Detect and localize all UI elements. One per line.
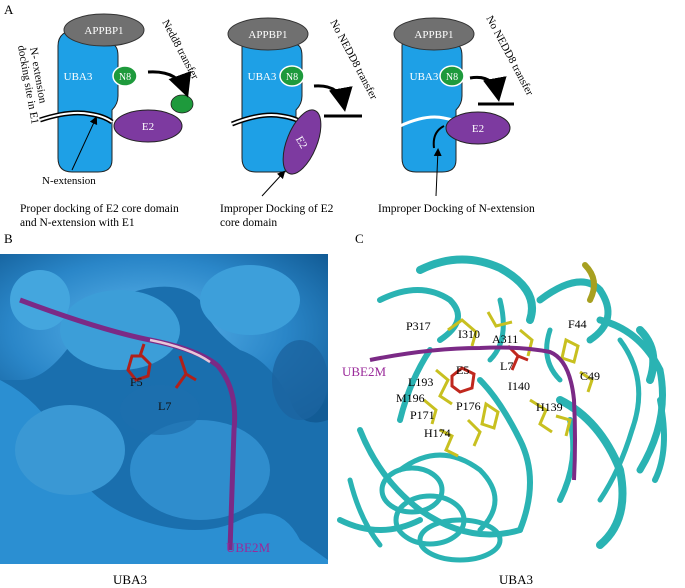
caption-3-line1: Improper Docking of N-extension <box>378 203 535 215</box>
l7-residue <box>174 355 197 389</box>
residue-i310: I310 <box>458 327 480 341</box>
e2-label: E2 <box>293 134 310 151</box>
e2-pointer <box>261 170 286 197</box>
residue-p176: P176 <box>456 399 481 413</box>
blocked-arrow <box>469 75 507 102</box>
residue-m196: M196 <box>396 391 425 405</box>
e2-label: E2 <box>142 121 154 133</box>
uba3-label: UBA3 <box>410 71 439 83</box>
f5-label: F5 <box>130 375 143 389</box>
appbp1-shape <box>393 17 475 51</box>
appbp1-label: APPBP1 <box>84 25 123 37</box>
e2-shape <box>445 111 511 145</box>
caption-2-line2: core domain <box>220 217 277 229</box>
e2-label: E2 <box>472 123 484 135</box>
n8-label: N8 <box>119 72 131 83</box>
n-extension-text: N-extension <box>42 175 96 187</box>
residue-p171: P171 <box>410 408 435 422</box>
e2-shape <box>113 109 183 143</box>
ube2m-chain <box>369 345 577 481</box>
caption-1-line2: and N-extension with E1 <box>20 217 135 229</box>
diagram-improper-e2: APPBP1 UBA3 N8 E2 No NEDD8 transfer Impr… <box>220 17 380 229</box>
residue-h174: H174 <box>424 426 451 440</box>
uba3-label: UBA3 <box>64 71 93 83</box>
surface-view <box>0 254 328 564</box>
panel-b-uba3-label: UBA3 <box>113 572 147 587</box>
caption-2-line1: Improper Docking of E2 <box>220 203 334 215</box>
residue-l193: L193 <box>408 375 433 389</box>
transfer-arrow <box>147 70 192 98</box>
appbp1-shape <box>63 13 145 47</box>
residue-sticks <box>423 311 594 458</box>
no-nedd8-text: No NEDD8 transfer <box>483 14 535 98</box>
appbp1-shape <box>227 17 309 51</box>
residue-f44: F44 <box>568 317 587 331</box>
diagram-proper-docking: APPBP1 UBA3 N8 E2 Nedd8 transfer N- exte… <box>15 13 201 229</box>
residue-h139: H139 <box>536 400 563 414</box>
ube2m-label: UBE2M <box>342 364 387 379</box>
n8-shape <box>112 65 138 87</box>
panel-letter-b: B <box>4 231 13 246</box>
panel-c-uba3-label: UBA3 <box>499 572 533 587</box>
panel-letter-c: C <box>355 231 364 246</box>
ribbon-view <box>337 255 667 563</box>
residue-i140: I140 <box>508 379 530 393</box>
uba3-label: UBA3 <box>248 71 277 83</box>
panel-b: B F5 L7 UBE2M UBA3 <box>0 231 328 587</box>
residue-l7: L7 <box>500 359 513 373</box>
n8-shape <box>279 65 305 87</box>
appbp1-label: APPBP1 <box>414 29 453 41</box>
diagram-improper-n-extension: APPBP1 UBA3 N8 E2 No NEDD8 transfer Impr… <box>378 14 536 215</box>
n-extension-pointer <box>433 148 442 197</box>
panel-letter-a: A <box>4 2 14 17</box>
ube2m-label: UBE2M <box>226 540 271 555</box>
l7-label: L7 <box>158 399 171 413</box>
panel-a: A APPBP1 UBA3 N8 E2 Nedd8 transfer N- ex… <box>4 2 536 229</box>
blocked-arrow <box>313 84 353 112</box>
residue-a311: A311 <box>492 332 518 346</box>
residue-p317: P317 <box>406 319 431 333</box>
e2-shape <box>282 109 322 175</box>
nedd8-green-shape <box>170 94 194 114</box>
n8-label: N8 <box>446 72 458 83</box>
f5-residue <box>126 343 152 382</box>
residue-e5: E5 <box>456 363 469 377</box>
n8-label: N8 <box>286 72 298 83</box>
n8-shape <box>439 65 465 87</box>
caption-1-line1: Proper docking of E2 core domain <box>20 203 179 215</box>
appbp1-label: APPBP1 <box>248 29 287 41</box>
n-extension-misdocked <box>432 125 445 149</box>
residue-c49: C49 <box>580 369 600 383</box>
n-extension-pointer <box>71 116 98 171</box>
ube2m-chain <box>19 297 238 551</box>
panel-c: C <box>337 231 667 587</box>
